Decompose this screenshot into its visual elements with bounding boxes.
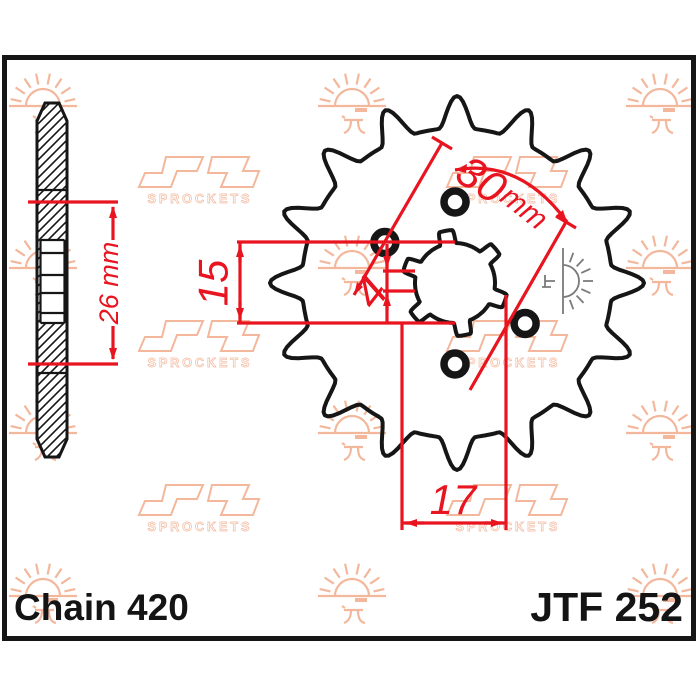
dim30-line1-arrow (354, 282, 363, 295)
dim15-label: 15 (190, 259, 237, 306)
hub-detail-lines (39, 238, 66, 325)
chain-size-label: Chain 420 (14, 587, 189, 628)
sprocket-front-view (268, 94, 646, 472)
dim30-arc (454, 166, 569, 223)
bolt-hole (440, 349, 470, 379)
dimension-layer: 26 mm 15 4 30 mm 17 (28, 135, 577, 530)
bolt-hole (440, 187, 470, 217)
dim30-extension-line-2 (468, 221, 568, 391)
part-number-label: JTF 252 (530, 584, 683, 630)
dim30-arc-arrow-start (455, 164, 467, 173)
dim30-arc-arrow-end (557, 210, 567, 222)
drawing-layer (35, 94, 646, 472)
gear-teeth-outline (268, 94, 646, 472)
dim17-label: 17 (430, 476, 478, 523)
sprocket-side-section-view (35, 101, 69, 459)
dim30-tick-1 (431, 135, 453, 151)
jt-sun-stamp-gray (542, 248, 593, 314)
dim26-label: 26 mm (94, 242, 124, 326)
spline-bore-outline (401, 228, 509, 338)
drawing-border (2, 55, 696, 641)
bolt-hole (510, 308, 540, 339)
dim30-extension-line-1 (352, 142, 444, 296)
